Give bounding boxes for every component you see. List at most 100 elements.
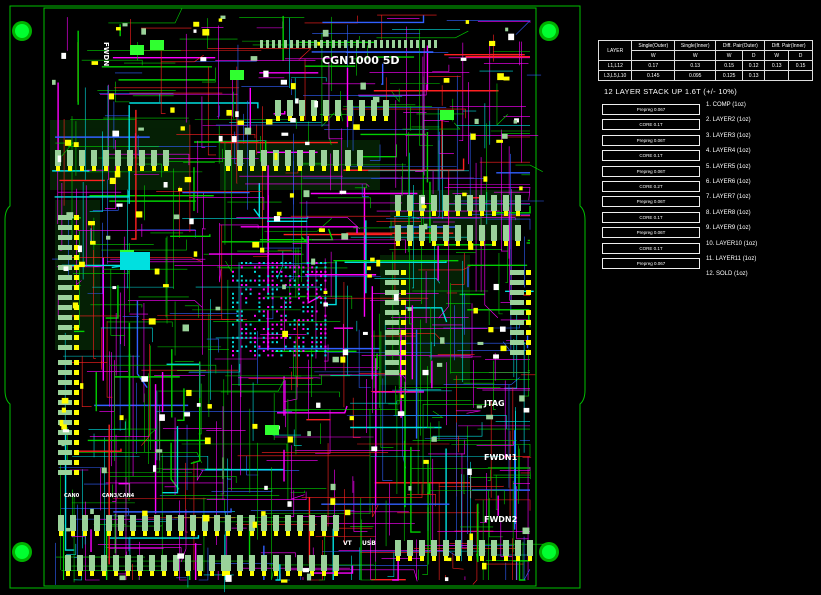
connector-pad <box>312 116 316 121</box>
bga-ball <box>240 279 243 282</box>
smd-pad <box>276 211 282 216</box>
bga-ball <box>276 350 278 352</box>
spec-header: Single(Outer) <box>631 40 676 51</box>
trace <box>236 66 238 184</box>
connector-pad <box>515 195 521 211</box>
smd-pad <box>108 93 115 100</box>
connector-pad <box>348 116 352 121</box>
column-pad <box>385 340 399 345</box>
bga-ball <box>284 275 287 278</box>
connector-pad <box>419 225 425 241</box>
column-pad <box>385 310 399 315</box>
smd-pad <box>177 553 185 559</box>
connector-pad <box>420 211 424 216</box>
smd-pad <box>342 349 349 356</box>
trace <box>68 257 202 262</box>
smd-pad <box>282 330 289 338</box>
connector-pad <box>285 515 291 531</box>
smd-pad <box>186 389 192 397</box>
smd-pad <box>341 233 349 240</box>
bga-ball <box>236 310 239 313</box>
connector-pad <box>333 150 339 166</box>
connector-pad <box>297 555 303 571</box>
column-pad <box>58 325 72 330</box>
smd-pad <box>79 261 85 268</box>
connector-pad <box>107 531 111 536</box>
connector-pad <box>479 540 485 556</box>
trace <box>380 331 394 448</box>
smd-pad <box>202 514 210 522</box>
connector-pad <box>179 531 183 536</box>
bga-ball <box>289 275 292 278</box>
spec-cell <box>788 70 813 81</box>
column-pad <box>58 335 72 340</box>
connector-pad <box>119 531 123 536</box>
connector-pad <box>249 150 255 166</box>
bga-ball <box>289 279 292 282</box>
smd-pad <box>135 211 143 218</box>
smd-pad <box>260 247 265 253</box>
smd-pad <box>295 98 299 104</box>
column-pad <box>74 460 79 465</box>
bga-ball <box>320 332 322 335</box>
connector-pad <box>420 556 424 561</box>
connector-pad <box>71 531 75 536</box>
smd-pad <box>250 56 258 61</box>
trace <box>290 490 305 494</box>
connector-pad <box>83 531 87 536</box>
bga-ball <box>254 345 256 348</box>
smd-pad <box>218 18 223 22</box>
trace <box>376 30 469 39</box>
connector-pad <box>167 531 171 536</box>
bga-ball <box>302 319 305 322</box>
column-pad <box>74 360 79 365</box>
component-block <box>440 110 454 120</box>
bga-ball <box>258 310 261 313</box>
connector-pad <box>249 515 255 531</box>
bga-ball <box>258 266 261 269</box>
smd-pad <box>80 383 84 389</box>
bga-ball <box>276 262 278 264</box>
bga-ball <box>258 345 261 348</box>
smd-pad <box>178 187 183 192</box>
bga-ball <box>258 319 261 322</box>
smd-pad <box>322 29 329 37</box>
layer-label: 10. LAYER10 (1oz) <box>706 240 758 247</box>
stackup-panel: LAYER Single(Outer) Single(Inner) Diff. … <box>597 40 818 287</box>
bga-ball <box>267 284 270 286</box>
bga-ball <box>232 297 234 300</box>
bga-ball <box>298 350 300 352</box>
bga-ball <box>289 284 292 286</box>
smd-pad <box>501 133 508 139</box>
connector-pad <box>420 241 424 246</box>
bga-ball <box>280 306 283 308</box>
bga-ball <box>320 323 322 326</box>
dielectric-box: CORE 0.1T <box>602 150 700 162</box>
bga-ball <box>302 310 305 313</box>
connector-pad <box>455 195 461 211</box>
smd-pad <box>65 527 71 532</box>
trace <box>219 222 222 283</box>
connector-pad <box>443 195 449 211</box>
smd-pad <box>61 52 67 59</box>
bga-ball <box>280 275 283 278</box>
connector-pad <box>419 540 425 556</box>
dielectric-box: Prepreg 0.067 <box>602 104 700 115</box>
smd-pad <box>367 266 371 271</box>
bga-ball <box>276 288 278 291</box>
component-block <box>130 45 144 55</box>
smd-pad <box>323 302 328 307</box>
bga-ball <box>267 345 270 348</box>
trace <box>129 102 259 109</box>
smd-pad <box>59 419 64 427</box>
trace <box>372 502 379 518</box>
smd-pad <box>486 414 494 420</box>
connector-pad <box>395 195 401 211</box>
header-pin <box>272 40 275 48</box>
connector-pad <box>198 571 202 576</box>
column-pad <box>510 330 524 335</box>
column-pad <box>385 300 399 305</box>
trace <box>260 552 296 558</box>
